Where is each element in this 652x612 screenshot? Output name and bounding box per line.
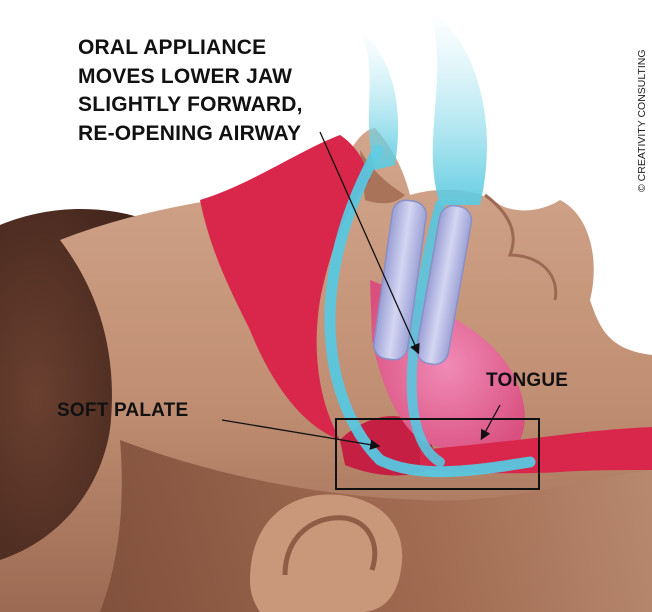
exhale-plume-nose: [360, 30, 399, 170]
appliance-leader-line: [319, 131, 420, 355]
label-line: SLIGHTLY FORWARD,: [78, 93, 303, 116]
lip-contour: [484, 193, 558, 301]
label-line: MOVES LOWER JAW: [78, 64, 293, 88]
windpipe: [420, 427, 652, 474]
label-line: RE-OPENING AIRWAY: [78, 121, 302, 145]
nasal-tissue: [200, 135, 370, 440]
oral-appliance-lower: [415, 204, 473, 366]
label-line: ORAL APPLIANCE: [78, 36, 267, 59]
airflow-path-oral: [406, 200, 445, 467]
soft-palate-leader-line: [221, 419, 381, 450]
copyright-notice: © CREATIVITY CONSULTING: [636, 49, 648, 192]
ear-inner: [282, 515, 378, 576]
oral-appliance-upper: [373, 199, 427, 361]
exhale-plume-mouth: [430, 10, 487, 205]
tongue-label: TONGUE: [486, 370, 569, 391]
tongue-leader-line: [480, 404, 501, 441]
soft-palate-highlight-box: [335, 418, 540, 490]
oral-appliance-label: ORAL APPLIANCE MOVES LOWER JAW SLIGHTLY …: [78, 34, 303, 148]
airflow-path-nasal: [324, 144, 536, 478]
soft-palate-label: SOFT PALATE: [57, 400, 189, 421]
nose-profile: [360, 150, 405, 204]
